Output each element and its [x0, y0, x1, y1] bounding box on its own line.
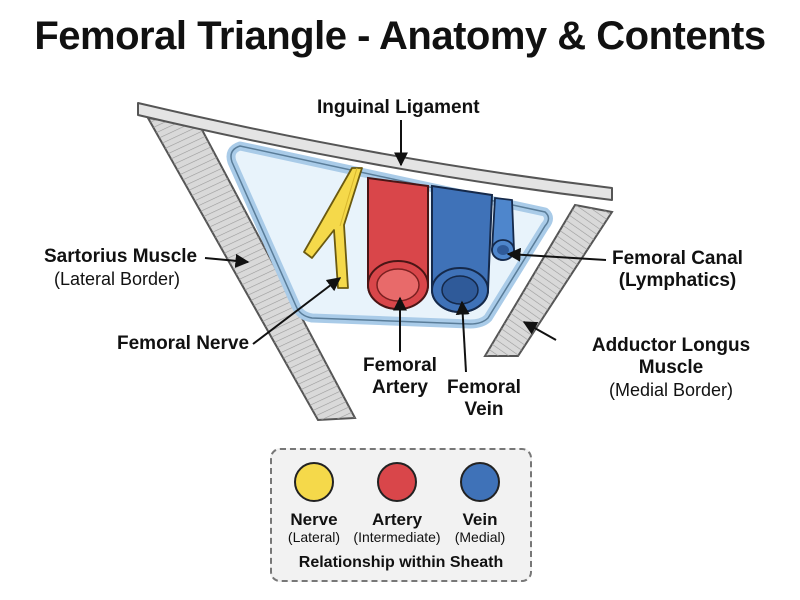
nerve-swatch: [294, 462, 334, 502]
legend-vein-desc: (Medial): [454, 529, 506, 545]
legend-vein-name: Vein: [462, 510, 498, 529]
legend-box: Nerve (Lateral) Artery (Intermediate) Ve…: [270, 448, 532, 582]
label-adductor-name: Adductor Longus Muscle: [591, 335, 751, 378]
label-femoral-canal-line1: Femoral Canal: [612, 248, 743, 269]
femoral-canal-shape: [491, 196, 515, 261]
label-sartorius: Sartorius Muscle (Lateral Border): [44, 246, 197, 290]
femoral-artery-shape: [367, 176, 429, 310]
arrow-canal: [506, 247, 607, 262]
label-inguinal-ligament: Inguinal Ligament: [317, 97, 480, 118]
adductor-longus-muscle: [483, 203, 614, 357]
legend-item-vein: Vein (Medial): [432, 462, 528, 546]
label-sartorius-name: Sartorius Muscle: [44, 246, 198, 267]
femoral-vein-shape: [431, 184, 494, 313]
page-title: Femoral Triangle - Anatomy & Contents: [34, 14, 766, 58]
label-femoral-vein-line2: Vein: [464, 399, 504, 420]
label-femoral-vein-line1: Femoral: [447, 377, 521, 398]
legend-nerve-name: Nerve: [290, 510, 338, 529]
label-femoral-artery-line1: Femoral: [363, 355, 437, 376]
inguinal-ligament-shape: [137, 102, 613, 201]
label-femoral-nerve: Femoral Nerve: [117, 333, 250, 354]
label-sartorius-sub: (Lateral Border): [54, 269, 181, 289]
arrow-adductor: [522, 321, 557, 341]
label-femoral-artery-line2: Artery: [372, 377, 428, 398]
legend-item-artery: Artery (Intermediate): [349, 462, 445, 546]
label-femoral-vein: Femoral Vein: [446, 377, 522, 421]
vein-swatch: [460, 462, 500, 502]
label-adductor: Adductor Longus Muscle (Medial Border): [560, 335, 782, 401]
label-adductor-sub: (Medial Border): [608, 380, 734, 400]
legend-artery-desc: (Intermediate): [353, 529, 441, 545]
label-femoral-canal: Femoral Canal (Lymphatics): [612, 248, 743, 292]
legend-nerve-desc: (Lateral): [287, 529, 341, 545]
artery-swatch: [377, 462, 417, 502]
arrow-nerve: [252, 277, 342, 345]
legend-caption: Relationship within Sheath: [298, 554, 504, 571]
label-femoral-artery: Femoral Artery: [362, 355, 438, 399]
legend-item-nerve: Nerve (Lateral): [266, 462, 362, 546]
arrow-vein: [455, 300, 470, 373]
label-femoral-canal-line2: (Lymphatics): [618, 270, 737, 291]
legend-artery-name: Artery: [371, 510, 423, 529]
arrow-sartorius: [204, 253, 250, 268]
